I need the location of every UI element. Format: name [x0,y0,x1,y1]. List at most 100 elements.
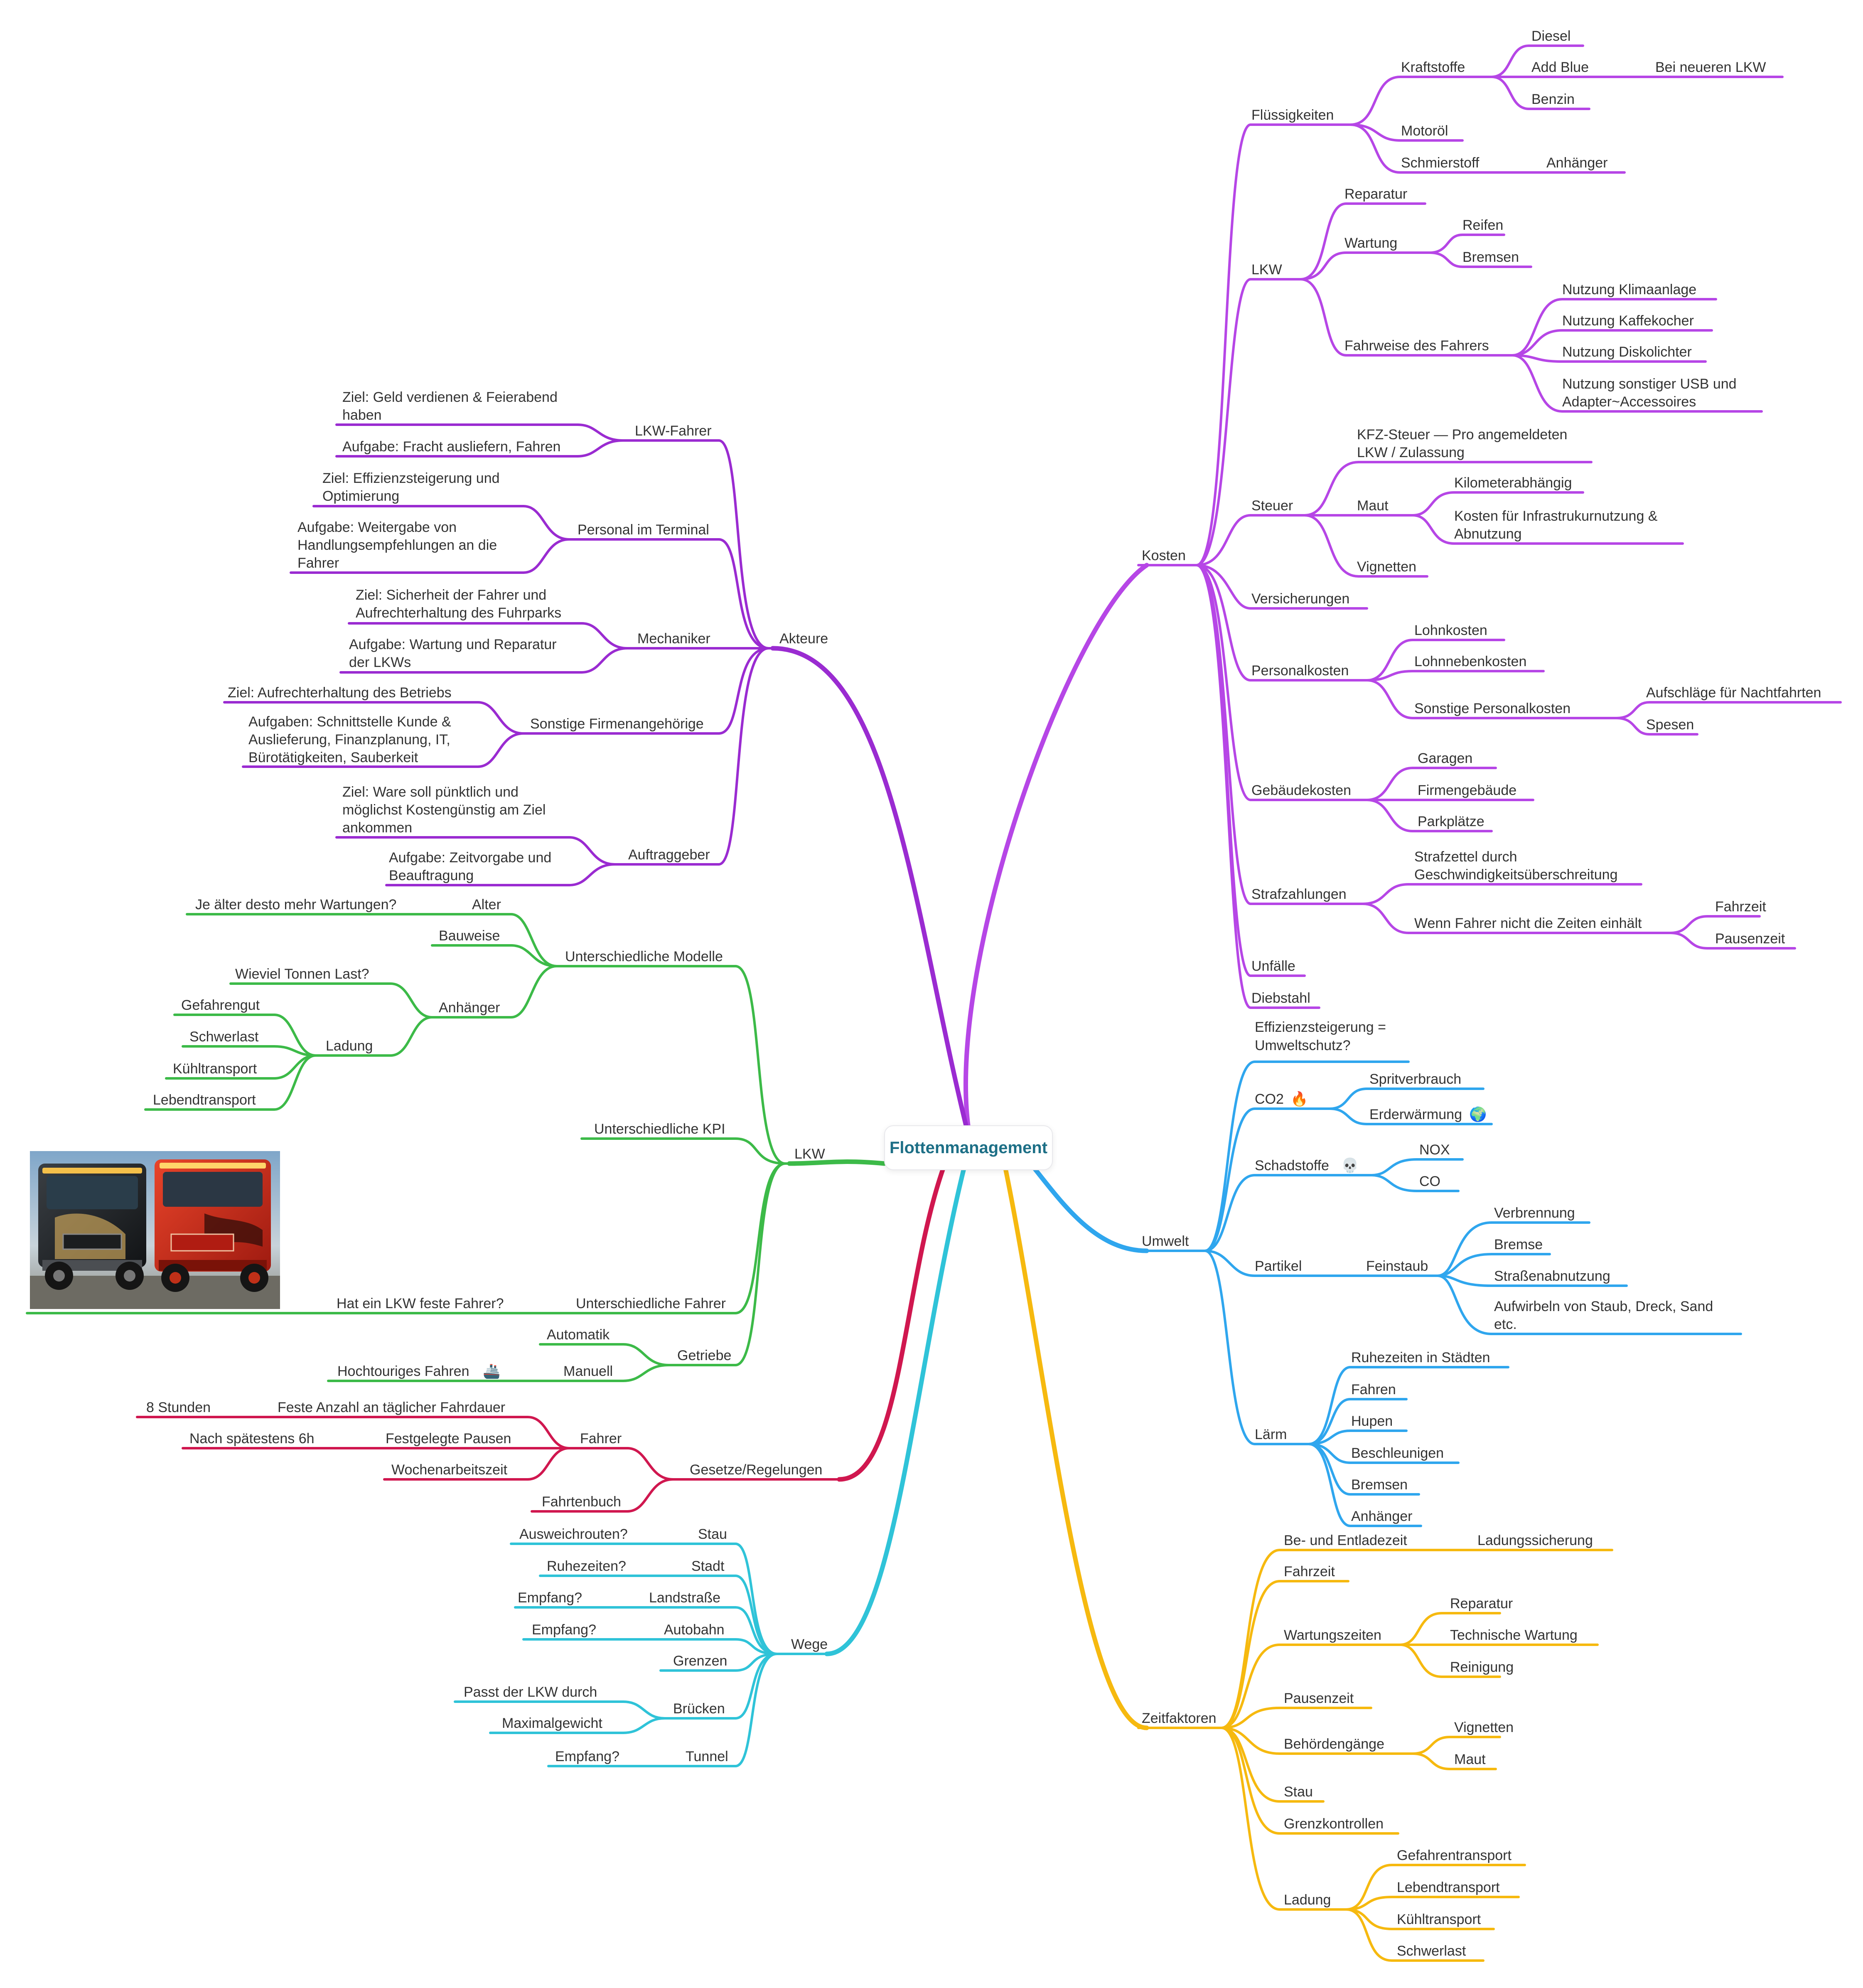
kosten-lkw-label: LKW [1251,262,1282,278]
lkw-ladung-label: Ladung [326,1038,373,1054]
stau-q-label: Ausweichrouten? [519,1526,628,1542]
usb-label-2: Adapter~Accessoires [1562,394,1696,410]
zettel-label-2: Geschwindigkeitsüberschreitung [1414,867,1617,883]
park-label: Parkplätze [1418,814,1485,829]
spesen-label: Spesen [1646,717,1694,733]
schad-label: Schadstoffe [1255,1158,1329,1174]
staub-label-2: etc. [1494,1316,1517,1332]
co2-label: CO2 [1255,1091,1284,1107]
lohnneben-label: Lohnnebenkosten [1414,654,1526,669]
bruecken-label: Brücken [673,1701,725,1717]
wege-label: Wege [791,1636,828,1652]
benzin-label: Benzin [1531,91,1575,107]
feinstaub-label: Feinstaub [1366,1258,1428,1274]
steuer-vignetten-label: Vignetten [1357,559,1416,575]
bremse-label: Bremse [1494,1237,1543,1252]
max-label: Maximalgewicht [502,1715,602,1731]
sechs-label: Nach spätestens 6h [189,1431,315,1447]
garagen-label: Garagen [1418,750,1472,766]
pause-label: Pausenzeit [1284,1690,1354,1706]
infra-label-1: Kosten für Infrastrukurnutzung & [1454,508,1658,524]
bahn-q-label: Empfang? [532,1622,596,1638]
personal-label: Personalkosten [1251,663,1349,679]
kuehl-label: Kühltransport [1397,1912,1481,1927]
laerm-label: Lärm [1255,1427,1287,1442]
zettel-label-1: Strafzettel durch [1414,849,1517,865]
hupen-label: Hupen [1351,1413,1393,1429]
nacht-label: Aufschläge für Nachtfahrten [1646,685,1821,701]
ruhe-label: Ruhezeiten in Städten [1351,1350,1490,1366]
gef-label: Gefahrentransport [1397,1848,1512,1863]
addblue-label: Add Blue [1531,59,1589,75]
tunnel-label: Tunnel [686,1749,728,1764]
gebaeude-label: Gebäudekosten [1251,782,1351,798]
laerm-bremsen-label: Bremsen [1351,1477,1408,1493]
pausen-fest-label: Festgelegte Pausen [386,1431,511,1447]
truck-photo-icon [30,1151,280,1309]
fahrer-aufgabe-label: Aufgabe: Fracht ausliefern, Fahren [342,439,560,455]
tech-label: Technische Wartung [1450,1627,1578,1643]
woche-label: Wochenarbeitszeit [391,1462,508,1478]
zeit-fahrzeit-label: Fahrzeit [1284,1564,1335,1580]
root-title: Flottenmanagement [889,1138,1048,1157]
auftrag-ziel-label-1: Ziel: Ware soll pünktlich und [342,784,519,800]
sonst-auf-label-2: Auslieferung, Finanzplanung, IT, [248,732,450,748]
anhaenger-label: Anhänger [439,1000,500,1016]
diebstahl-label: Diebstahl [1251,990,1310,1006]
mech-ziel-label-2: Aufrechterhaltung des Fuhrparks [356,605,561,621]
co-label: CO [1419,1174,1440,1189]
kfz-label-1: KFZ-Steuer — Pro angemeldeten [1357,427,1567,443]
fahren-label: Fahren [1351,1382,1396,1398]
auftrag-ziel-label-3: ankommen [342,820,412,836]
laerm-anh-label: Anhänger [1351,1508,1412,1524]
straf-fahrzeit-label: Fahrzeit [1715,899,1766,915]
edge-root-akteure [770,646,968,1128]
hochtourig-label: Hochtouriges Fahren [337,1363,469,1379]
fahrtenbuch-label: Fahrtenbuch [542,1494,621,1510]
unfaelle-label: Unfälle [1251,958,1295,974]
getriebe-label: Getriebe [677,1348,731,1363]
kfz-label-2: LKW / Zulassung [1357,445,1465,460]
steuer-label: Steuer [1251,498,1293,514]
edge-root-wege [824,1166,966,1656]
beschl-label: Beschleunigen [1351,1445,1444,1461]
kuehltransport-label: Kühltransport [173,1061,257,1077]
gesetze-fahrer-label: Fahrer [580,1431,622,1447]
auftrag-auf-label-1: Aufgabe: Zeitvorgabe und [389,850,551,866]
stadt-label: Stadt [691,1558,725,1574]
nox-label: NOX [1419,1142,1450,1158]
umwelt-label: Umwelt [1142,1233,1189,1249]
leb-label: Lebendtransport [1397,1880,1500,1895]
alter-label: Alter [472,897,501,913]
auftrag-ziel-label-2: möglichst Kostengünstig am Ziel [342,802,546,818]
gesetze-label: Gesetze/Regelungen [690,1462,822,1478]
akteure-label: Akteure [779,631,828,647]
tonnen-label: Wieviel Tonnen Last? [235,966,369,982]
stadt-q-label: Ruhezeiten? [547,1558,626,1574]
terminal-auf-label-1: Aufgabe: Weitergabe von [297,519,457,535]
akteure-connectors [223,423,774,886]
terminal-auf-label-2: Handlungsempfehlungen an die [297,537,497,553]
zeit-ladung-label: Ladung [1284,1892,1331,1908]
wartung-label: Wartung [1344,235,1397,251]
zeit-connectors [1137,1549,1613,1962]
klima-label: Nutzung Klimaanlage [1562,282,1696,298]
lkw-branch-label: LKW [794,1146,825,1162]
bauweise-label: Bauweise [439,928,500,944]
strasse-label: Straßenabnutzung [1494,1268,1610,1284]
diesel-label: Diesel [1531,28,1571,44]
mech-auf-label-2: der LKWs [349,654,411,670]
behoerde-label: Behördengänge [1284,1736,1384,1752]
effizienz-label-1: Effizienzsteigerung = [1255,1019,1386,1035]
kaffee-label: Nutzung Kaffekocher [1562,313,1694,329]
ladungssicherung-label: Ladungssicherung [1477,1533,1593,1548]
edge-root-zeit [1003,1166,1149,1730]
versicherungen-label: Versicherungen [1251,591,1349,607]
effizienz-label-2: Umweltschutz? [1255,1038,1351,1053]
sonst-label: Sonstige Firmenangehörige [530,716,704,732]
terminal-label: Personal im Terminal [578,522,709,538]
acht-stunden-label: 8 Stunden [146,1400,211,1415]
fire-icon: 🔥 [1290,1091,1308,1107]
root-node[interactable]: Flottenmanagement [884,1125,1053,1170]
